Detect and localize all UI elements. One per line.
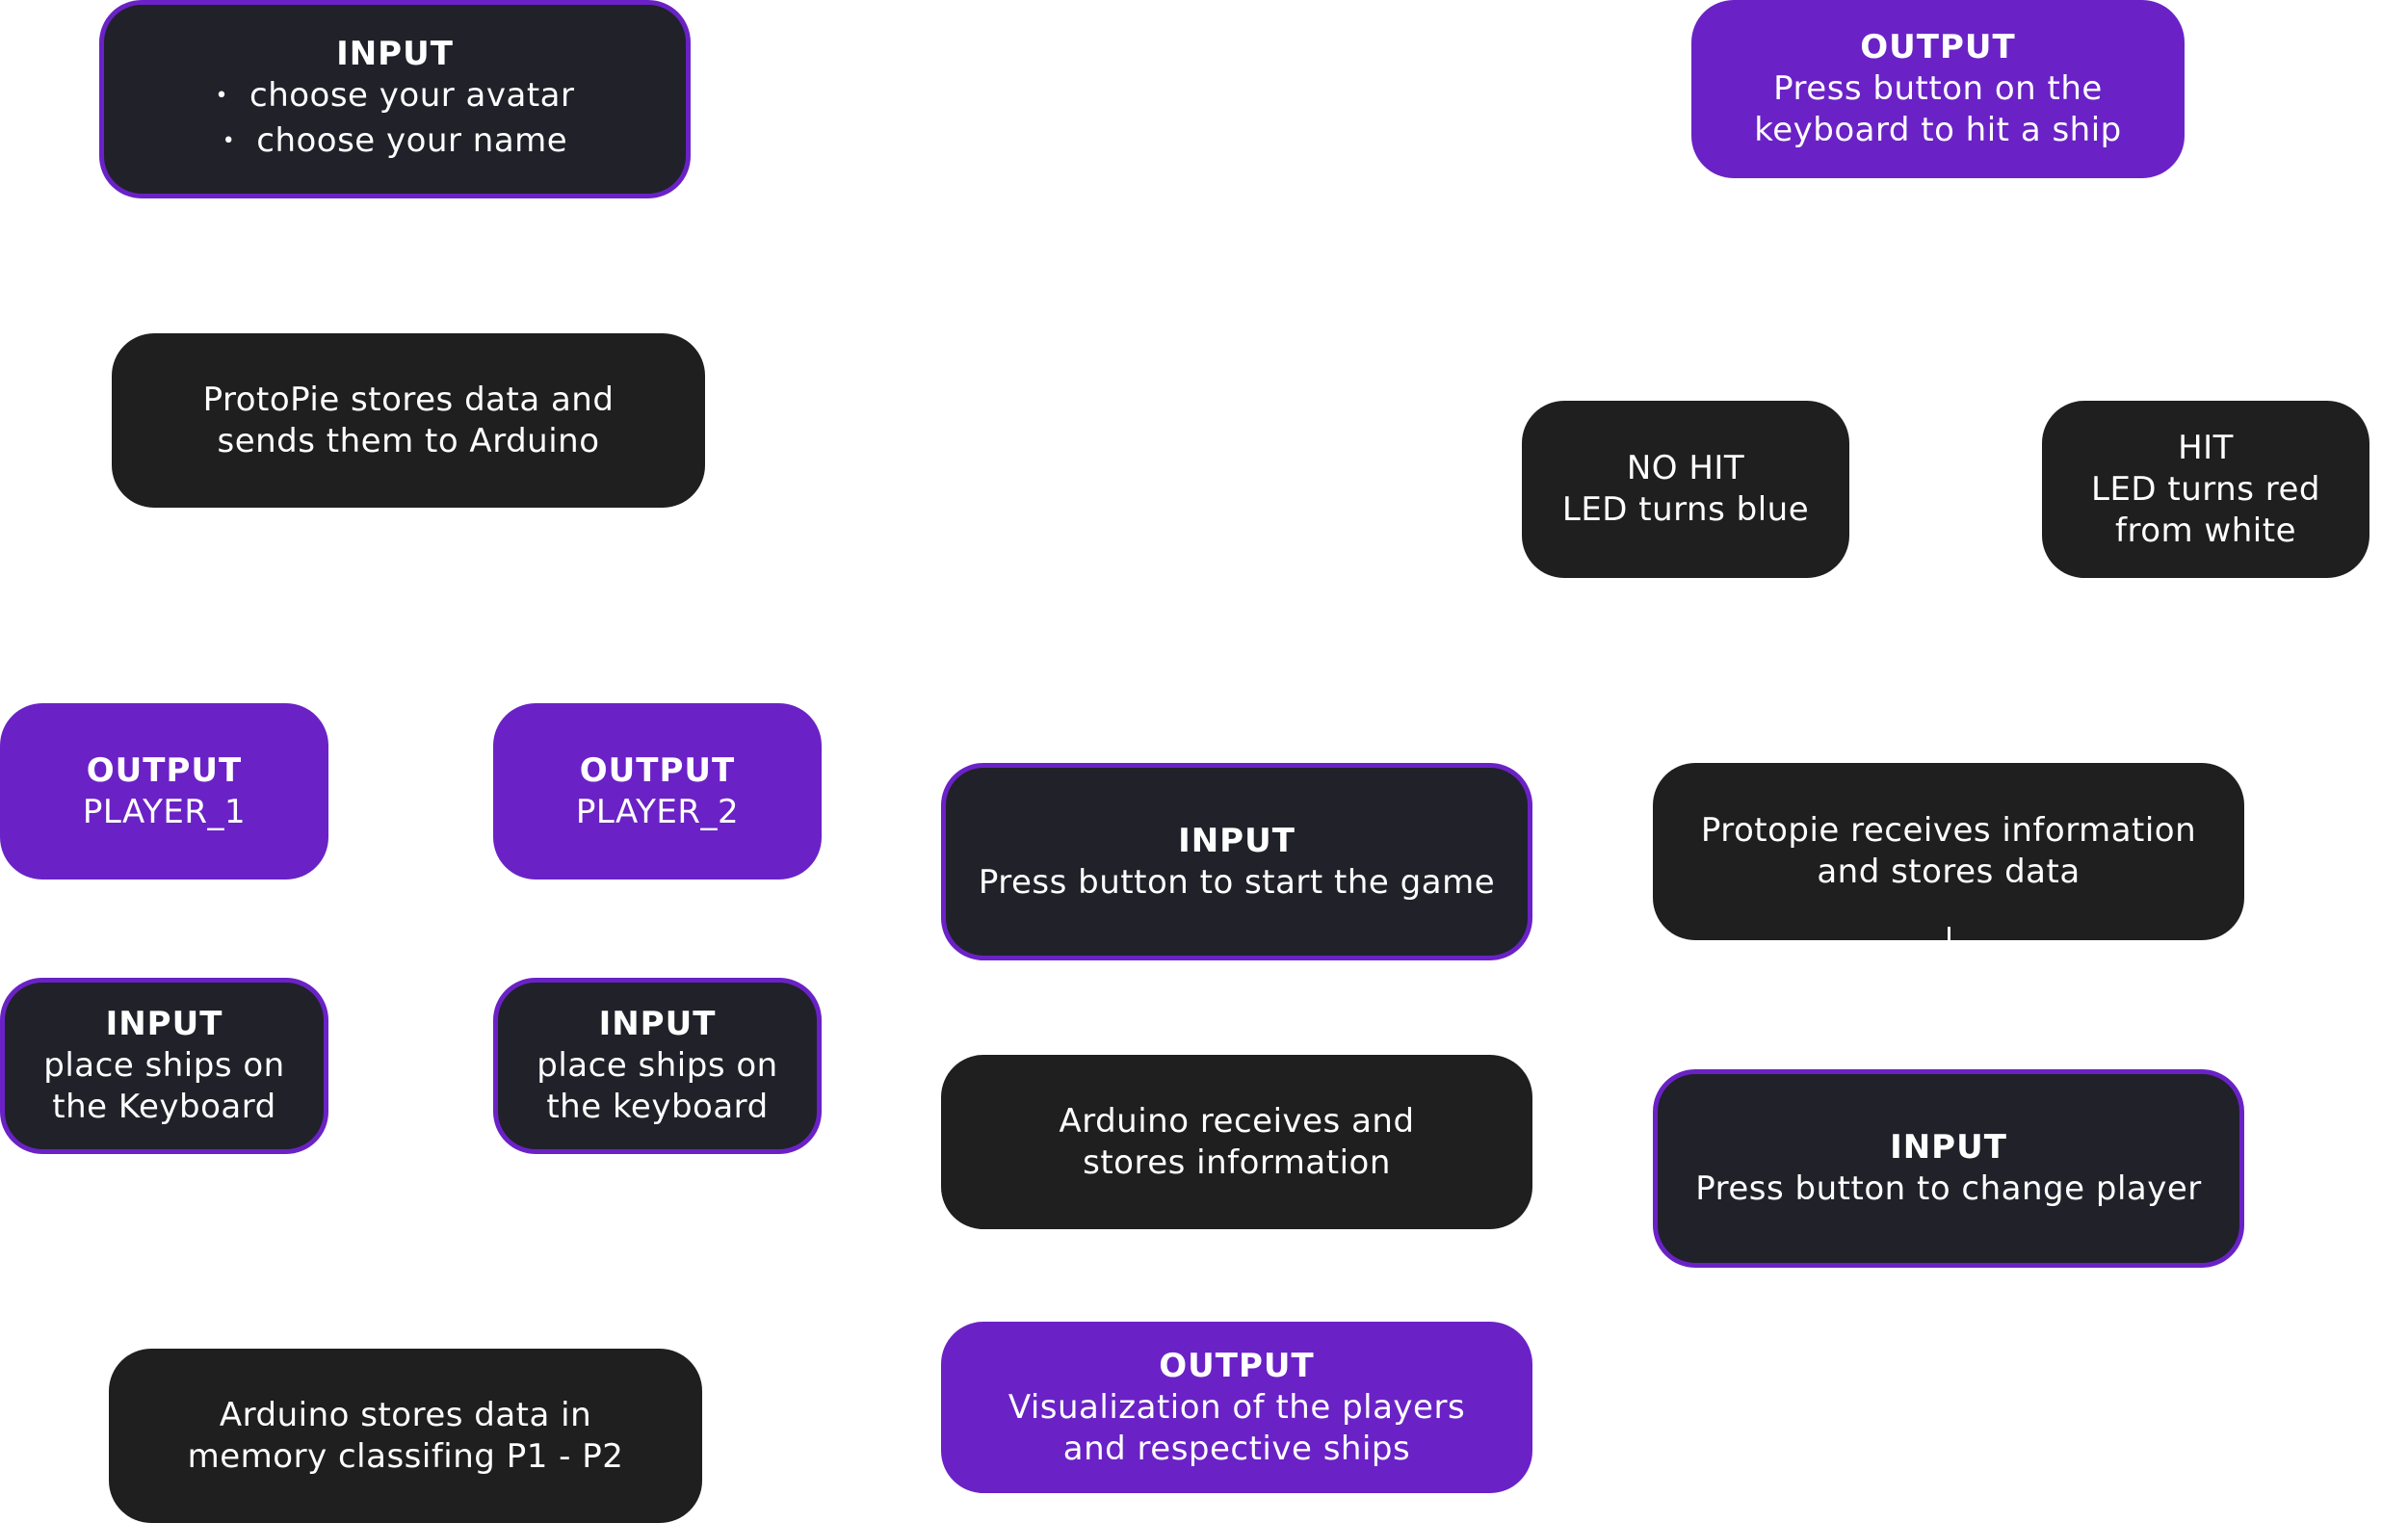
input-avatar-name-node: INPUT choose your avatar choose your nam… <box>99 0 691 198</box>
node-line: Press button on the <box>1773 69 2103 108</box>
node-line: the Keyboard <box>52 1088 276 1126</box>
output-player2-node: OUTPUT PLAYER_2 <box>493 703 822 880</box>
node-title: INPUT <box>336 34 454 73</box>
node-title: OUTPUT <box>1860 28 2016 66</box>
node-line: sends them to Arduino <box>217 421 600 460</box>
node-title: OUTPUT <box>579 750 736 790</box>
node-line: Press button to change player <box>1695 1169 2202 1208</box>
node-line: the keyboard <box>546 1088 769 1126</box>
node-line: Protopie receives information <box>1700 811 2197 850</box>
node-line: PLAYER_1 <box>82 792 247 831</box>
node-title: INPUT <box>105 1005 223 1043</box>
node-title: OUTPUT <box>1159 1346 1315 1385</box>
arduino-stores-memory-node: Arduino stores data in memory classifing… <box>109 1349 702 1523</box>
node-title: OUTPUT <box>86 750 243 790</box>
bullet-item-name: choose your name <box>216 120 575 166</box>
node-line: ProtoPie stores data and <box>202 380 615 419</box>
input-start-game-node: INPUT Press button to start the game <box>941 763 1532 960</box>
no-hit-node: NO HIT LED turns blue <box>1522 401 1849 578</box>
node-line: Arduino stores data in <box>219 1395 592 1434</box>
bullet-item-avatar: choose your avatar <box>216 75 575 120</box>
node-line: LED turns blue <box>1561 490 1810 529</box>
node-line: LED turns red <box>2091 469 2320 509</box>
hit-node: HIT LED turns red from white <box>2042 401 2369 578</box>
node-line: place ships on <box>43 1046 285 1085</box>
node-title: INPUT <box>1890 1128 2007 1167</box>
node-line: HIT <box>2178 428 2234 467</box>
node-line: keyboard to hit a ship <box>1754 111 2122 149</box>
node-line: PLAYER_2 <box>575 792 740 831</box>
node-line: and stores data <box>1817 853 2081 891</box>
node-line: NO HIT <box>1626 449 1745 487</box>
node-title: INPUT <box>1178 821 1296 860</box>
node-line: and respective ships <box>1062 1429 1411 1468</box>
node-line: place ships on <box>537 1046 778 1085</box>
node-line: from white <box>2115 511 2296 550</box>
node-title: INPUT <box>598 1005 717 1043</box>
node-line: Arduino receives and <box>1059 1101 1415 1141</box>
output-player1-node: OUTPUT PLAYER_1 <box>0 703 328 880</box>
arduino-receives-node: Arduino receives and stores information <box>941 1055 1532 1229</box>
protopie-sends-node: ProtoPie stores data and sends them to A… <box>112 333 705 508</box>
input-place-ships-p2-node: INPUT place ships on the keyboard <box>493 978 822 1154</box>
node-line: stores information <box>1083 1142 1391 1182</box>
input-place-ships-p1-node: INPUT place ships on the Keyboard <box>0 978 328 1154</box>
protopie-receives-node: Protopie receives information and stores… <box>1653 763 2244 940</box>
bullet-list: choose your avatar choose your name <box>216 75 575 166</box>
connector-stub <box>1948 927 1950 940</box>
output-visualization-node: OUTPUT Visualization of the players and … <box>941 1322 1532 1493</box>
node-line: Press button to start the game <box>978 862 1496 902</box>
node-line: Visualization of the players <box>1008 1387 1466 1427</box>
node-line: memory classifing P1 - P2 <box>187 1436 624 1476</box>
output-hit-ship-node: OUTPUT Press button on the keyboard to h… <box>1691 0 2185 178</box>
input-change-player-node: INPUT Press button to change player <box>1653 1069 2244 1268</box>
